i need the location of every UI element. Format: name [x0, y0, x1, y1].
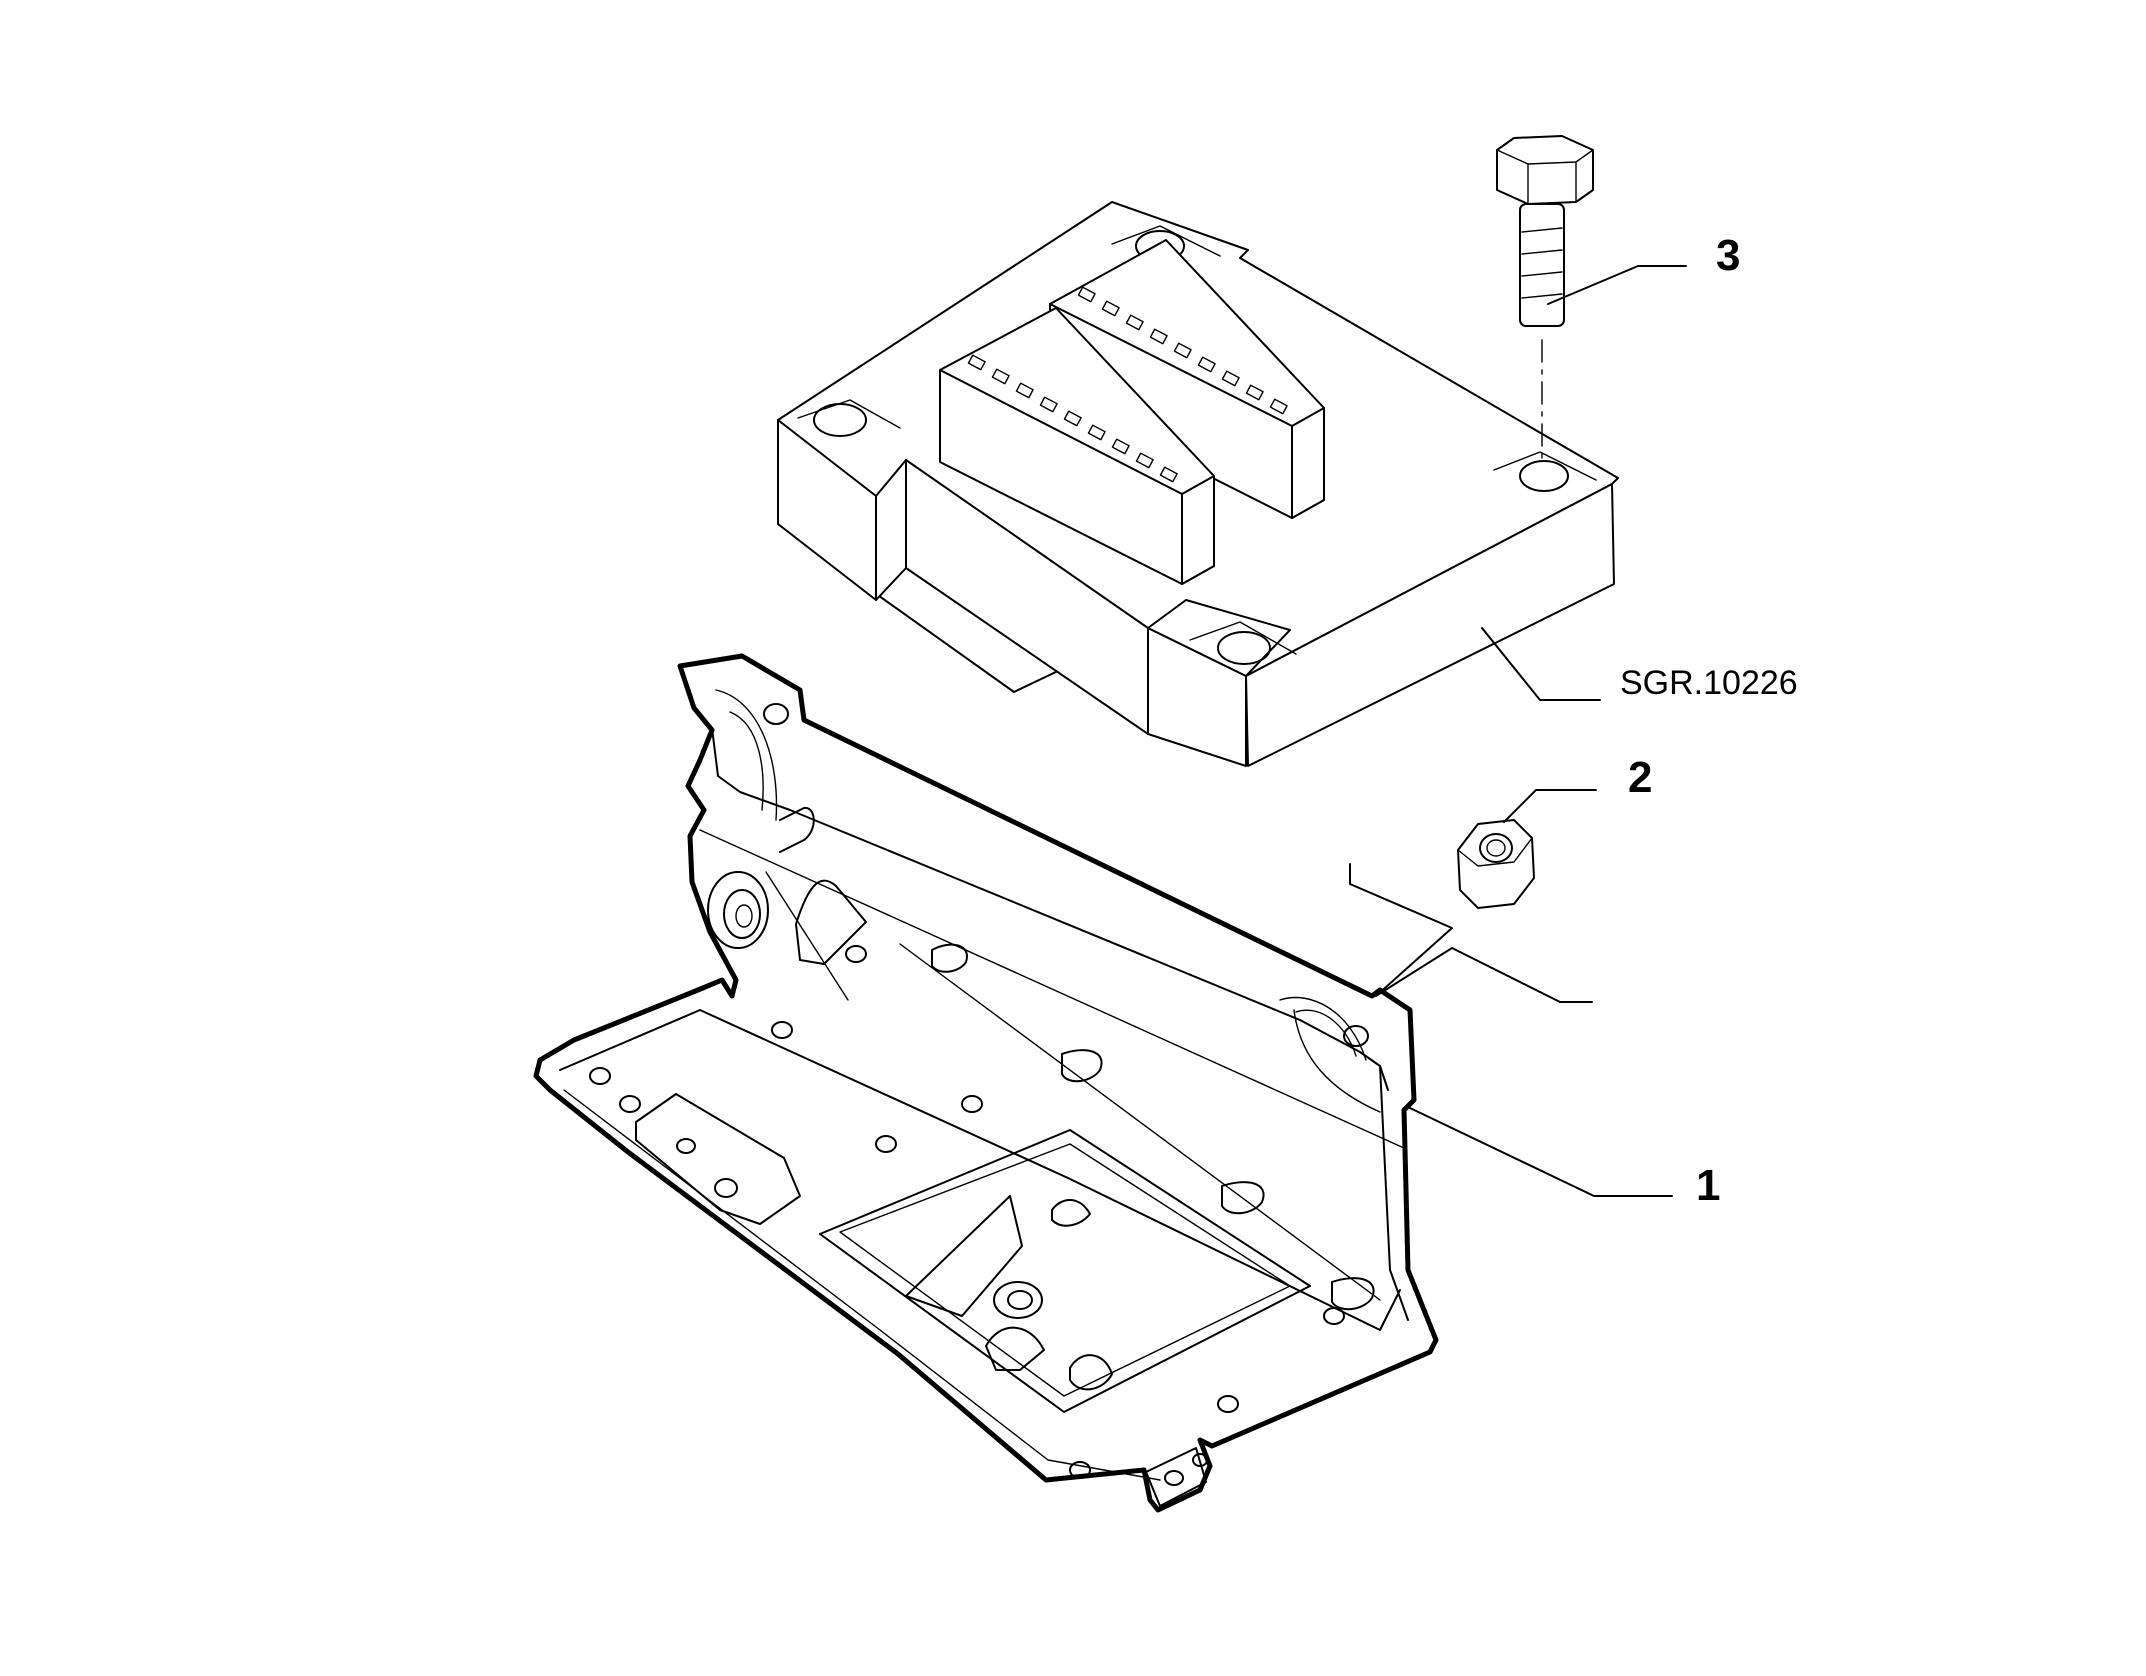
- callout-bolt-number: 3: [1716, 231, 1740, 280]
- callout-control-unit-code: SGR.10226: [1620, 664, 1798, 702]
- leader-lines: [1349, 265, 1687, 1197]
- callout-nut-number: 2: [1628, 753, 1652, 802]
- connector-pins-rear: [1077, 286, 1288, 415]
- nut: [1457, 819, 1535, 909]
- connector-pins-front: [967, 354, 1178, 483]
- control-unit: [777, 201, 1619, 767]
- callout-bracket-number: 1: [1696, 1161, 1720, 1210]
- bolt: [1496, 135, 1594, 463]
- bracket: [533, 653, 1439, 1513]
